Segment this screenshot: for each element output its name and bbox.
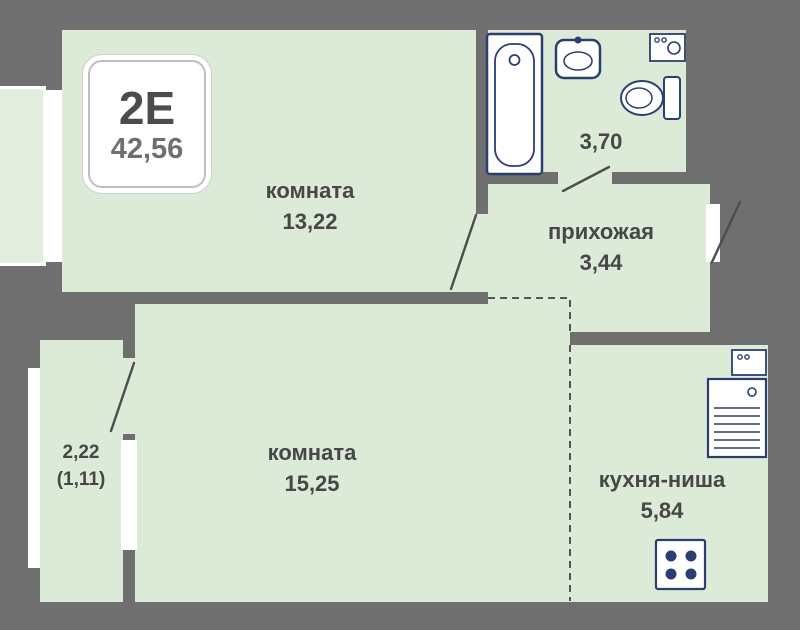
apartment-badge: 2Е 42,56	[88, 60, 206, 188]
room2-label: комната	[267, 440, 357, 465]
room1-label-block: комната 13,22	[266, 176, 355, 238]
room2-balcony-window	[121, 440, 137, 550]
entrance-door-opening	[706, 204, 720, 262]
room2-area-value: 15,25	[284, 470, 340, 496]
apartment-total-area: 42,56	[110, 132, 184, 165]
room2-label-block: комната 15,25	[268, 438, 357, 500]
bathroom-label-block: 3,70	[580, 127, 623, 158]
kitchen-area-value: 5,84	[640, 497, 684, 523]
bathroom-door-opening	[558, 170, 612, 188]
balcony-door-opening	[121, 358, 137, 434]
balcony-area-coeff: (1,11)	[56, 468, 106, 490]
neighbor-balcony-area	[0, 86, 46, 266]
hallway-label-block: прихожая 3,44	[548, 217, 654, 279]
hallway-label: прихожая	[547, 219, 655, 244]
balcony-area-value: 2,22	[62, 442, 100, 463]
balcony-window	[28, 368, 40, 568]
hallway-area-value: 3,44	[579, 249, 623, 275]
room2-area	[135, 304, 570, 602]
balcony-area	[40, 340, 123, 602]
bathroom-area-value: 3,70	[579, 129, 623, 154]
room1-window	[46, 90, 62, 262]
kitchen-label-block: кухня-ниша 5,84	[599, 465, 726, 527]
room1-area-value: 13,22	[282, 208, 338, 234]
apartment-type: 2Е	[118, 81, 176, 134]
room1-label: комната	[265, 178, 355, 203]
kitchen-label: кухня-ниша	[598, 467, 726, 492]
balcony-label-block: 2,22 (1,11)	[57, 440, 106, 493]
room1-door-opening	[472, 214, 492, 292]
